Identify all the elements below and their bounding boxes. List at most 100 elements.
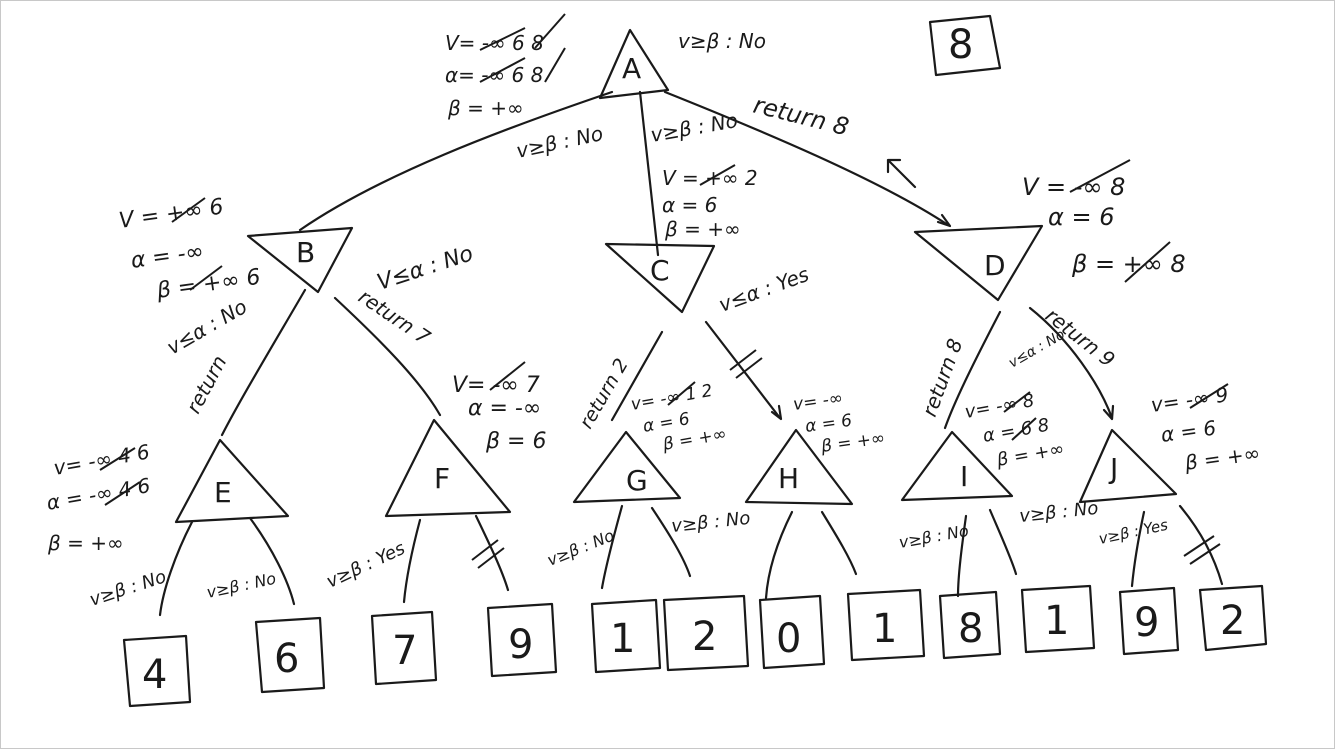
- node-c-note-v: V = +∞ 2: [662, 166, 758, 190]
- leaf-7-value: 0: [776, 616, 801, 662]
- leaf-11: 9: [1118, 586, 1180, 656]
- leaf-5: 1: [590, 598, 662, 674]
- leaf-6: 2: [662, 594, 750, 672]
- node-d-check: v≤α : No: [1006, 327, 1068, 372]
- node-g-notes: v= -∞ 1 2 α = 6 β = +∞: [629, 381, 728, 455]
- leaf-11-value: 9: [1134, 600, 1159, 646]
- node-e-note-beta: β = +∞: [47, 531, 124, 555]
- node-e-note-alpha: α = -∞ 4 6: [45, 473, 152, 515]
- node-i: I: [900, 430, 1014, 502]
- edge-j-leaf1: [1130, 510, 1146, 588]
- leaf-3-value: 7: [392, 628, 417, 674]
- edge-e-right-note: v≥β : No: [205, 569, 278, 602]
- leaf-3: 7: [370, 610, 438, 686]
- edge-i-leaf1: [956, 514, 968, 598]
- edge-a-b-note: v≥β : No: [514, 121, 605, 163]
- leaf-12: 2: [1198, 584, 1268, 652]
- node-f-note-alpha: α = -∞: [468, 396, 541, 421]
- node-g-note-v: v= -∞ 1 2: [629, 381, 714, 415]
- node-f-notes: V= -∞ 7 α = -∞ β = 6: [452, 361, 546, 454]
- edge-h-leaf1: [764, 510, 794, 600]
- leaf-9: 8: [938, 590, 1002, 660]
- node-h-notes: v= -∞ α = 6 β = +∞: [792, 388, 886, 457]
- leaf-7: 0: [758, 594, 826, 670]
- edge-i-left-note: v≥β : No: [897, 521, 970, 552]
- node-j-note-beta: β = +∞: [1182, 441, 1261, 475]
- node-b-note-beta: β = +∞ 6: [154, 265, 262, 304]
- edge-b-f-return: return 7: [354, 284, 435, 349]
- node-d-note-alpha: α = 6: [1048, 203, 1114, 231]
- leaf-4-value: 9: [508, 622, 533, 668]
- node-g: G: [572, 430, 682, 504]
- edge-h-leaf2: [820, 510, 858, 576]
- leaf-2: 6: [254, 616, 326, 694]
- leaf-8: 1: [846, 588, 926, 662]
- edge-e-leaf1: [158, 520, 194, 617]
- leaf-5-value: 1: [610, 616, 635, 662]
- leaf-12-value: 2: [1220, 598, 1245, 644]
- edge-b-f: [333, 296, 442, 417]
- result-box: 8: [928, 14, 1002, 77]
- edge-g-leaf1: [600, 504, 624, 590]
- leaf-1: 4: [122, 634, 192, 708]
- node-j-label: J: [1108, 452, 1118, 485]
- leaf-1-value: 4: [142, 652, 167, 698]
- node-b-check-left: v≤α : No: [163, 294, 252, 359]
- node-j-note-alpha: α = 6: [1159, 415, 1217, 446]
- edge-a-d-arrowhead: [936, 213, 952, 228]
- edge-f-leaf2: [474, 514, 510, 592]
- node-j-note-v: v= -∞ 9: [1149, 382, 1230, 417]
- edge-i-leaf2: [988, 508, 1018, 576]
- node-j-notes: v= -∞ 9 α = 6 β = +∞: [1149, 382, 1261, 475]
- node-c-notes: V = +∞ 2 α = 6 β = +∞: [662, 164, 758, 241]
- node-h: H: [744, 428, 854, 506]
- node-f-note-beta: β = 6: [485, 429, 546, 454]
- node-a-note-beta: β = +∞: [447, 96, 524, 120]
- result-value: 8: [948, 22, 973, 68]
- node-b-label: B: [296, 236, 315, 269]
- node-h-note-v: v= -∞: [792, 388, 844, 415]
- edge-f-left-note: v≥β : Yes: [323, 538, 408, 593]
- edge-g-leaf2: [650, 506, 692, 578]
- node-a-note-right: v≥β : No: [678, 29, 766, 53]
- edge-a-c-note: v≥β : No: [649, 108, 740, 147]
- node-b-note-v: V = +∞ 6: [117, 195, 225, 234]
- edge-a-b: [298, 90, 614, 232]
- leaf-9-value: 8: [958, 606, 983, 652]
- node-c-check: v≤α : Yes: [716, 262, 813, 317]
- node-e-notes: v= -∞ 4 6 α = -∞ 4 6 β = +∞: [45, 439, 152, 555]
- node-d-label: D: [984, 249, 1006, 282]
- node-i-label: I: [960, 460, 968, 493]
- edge-j-leaf2: [1178, 504, 1224, 586]
- edge-d-i-return: return 8: [917, 335, 967, 419]
- edge-g-left-note: v≥β : No: [544, 526, 617, 570]
- edge-b-e: [220, 288, 307, 437]
- node-e-note-v: v= -∞ 4 6: [52, 439, 152, 479]
- node-h-label: H: [778, 462, 799, 495]
- node-c-note-alpha: α = 6: [662, 193, 717, 217]
- leaf-10-value: 1: [1044, 598, 1069, 644]
- node-d: D: [913, 224, 1044, 302]
- leaf-4: 9: [486, 602, 558, 678]
- node-g-label: G: [626, 464, 648, 497]
- node-d-note-beta: β = +∞ 8: [1071, 250, 1186, 278]
- edge-f-leaf1: [402, 518, 422, 604]
- edge-e-left-note: v≥β : No: [87, 566, 169, 610]
- edge-c-h: [704, 320, 782, 420]
- edge-e-leaf2: [248, 516, 296, 606]
- node-d-notes: V = -∞ 8 α = 6 β = +∞ 8: [1022, 159, 1186, 283]
- edge-d-j-arrowhead: [1102, 404, 1115, 421]
- node-f-label: F: [434, 462, 450, 495]
- edge-a-d: [663, 90, 950, 227]
- node-b: B: [246, 226, 354, 294]
- node-b-notes: V = +∞ 6 α = -∞ β = +∞ 6: [117, 195, 262, 305]
- return-up-arrow-icon: [886, 158, 917, 189]
- leaf-6-value: 2: [692, 614, 717, 660]
- node-c: C: [604, 242, 716, 314]
- edge-g-right-note: v≥β : No: [670, 508, 751, 537]
- node-a-label: A: [622, 52, 641, 85]
- node-d-note-v: V = -∞ 8: [1022, 173, 1125, 201]
- node-f: F: [384, 418, 512, 518]
